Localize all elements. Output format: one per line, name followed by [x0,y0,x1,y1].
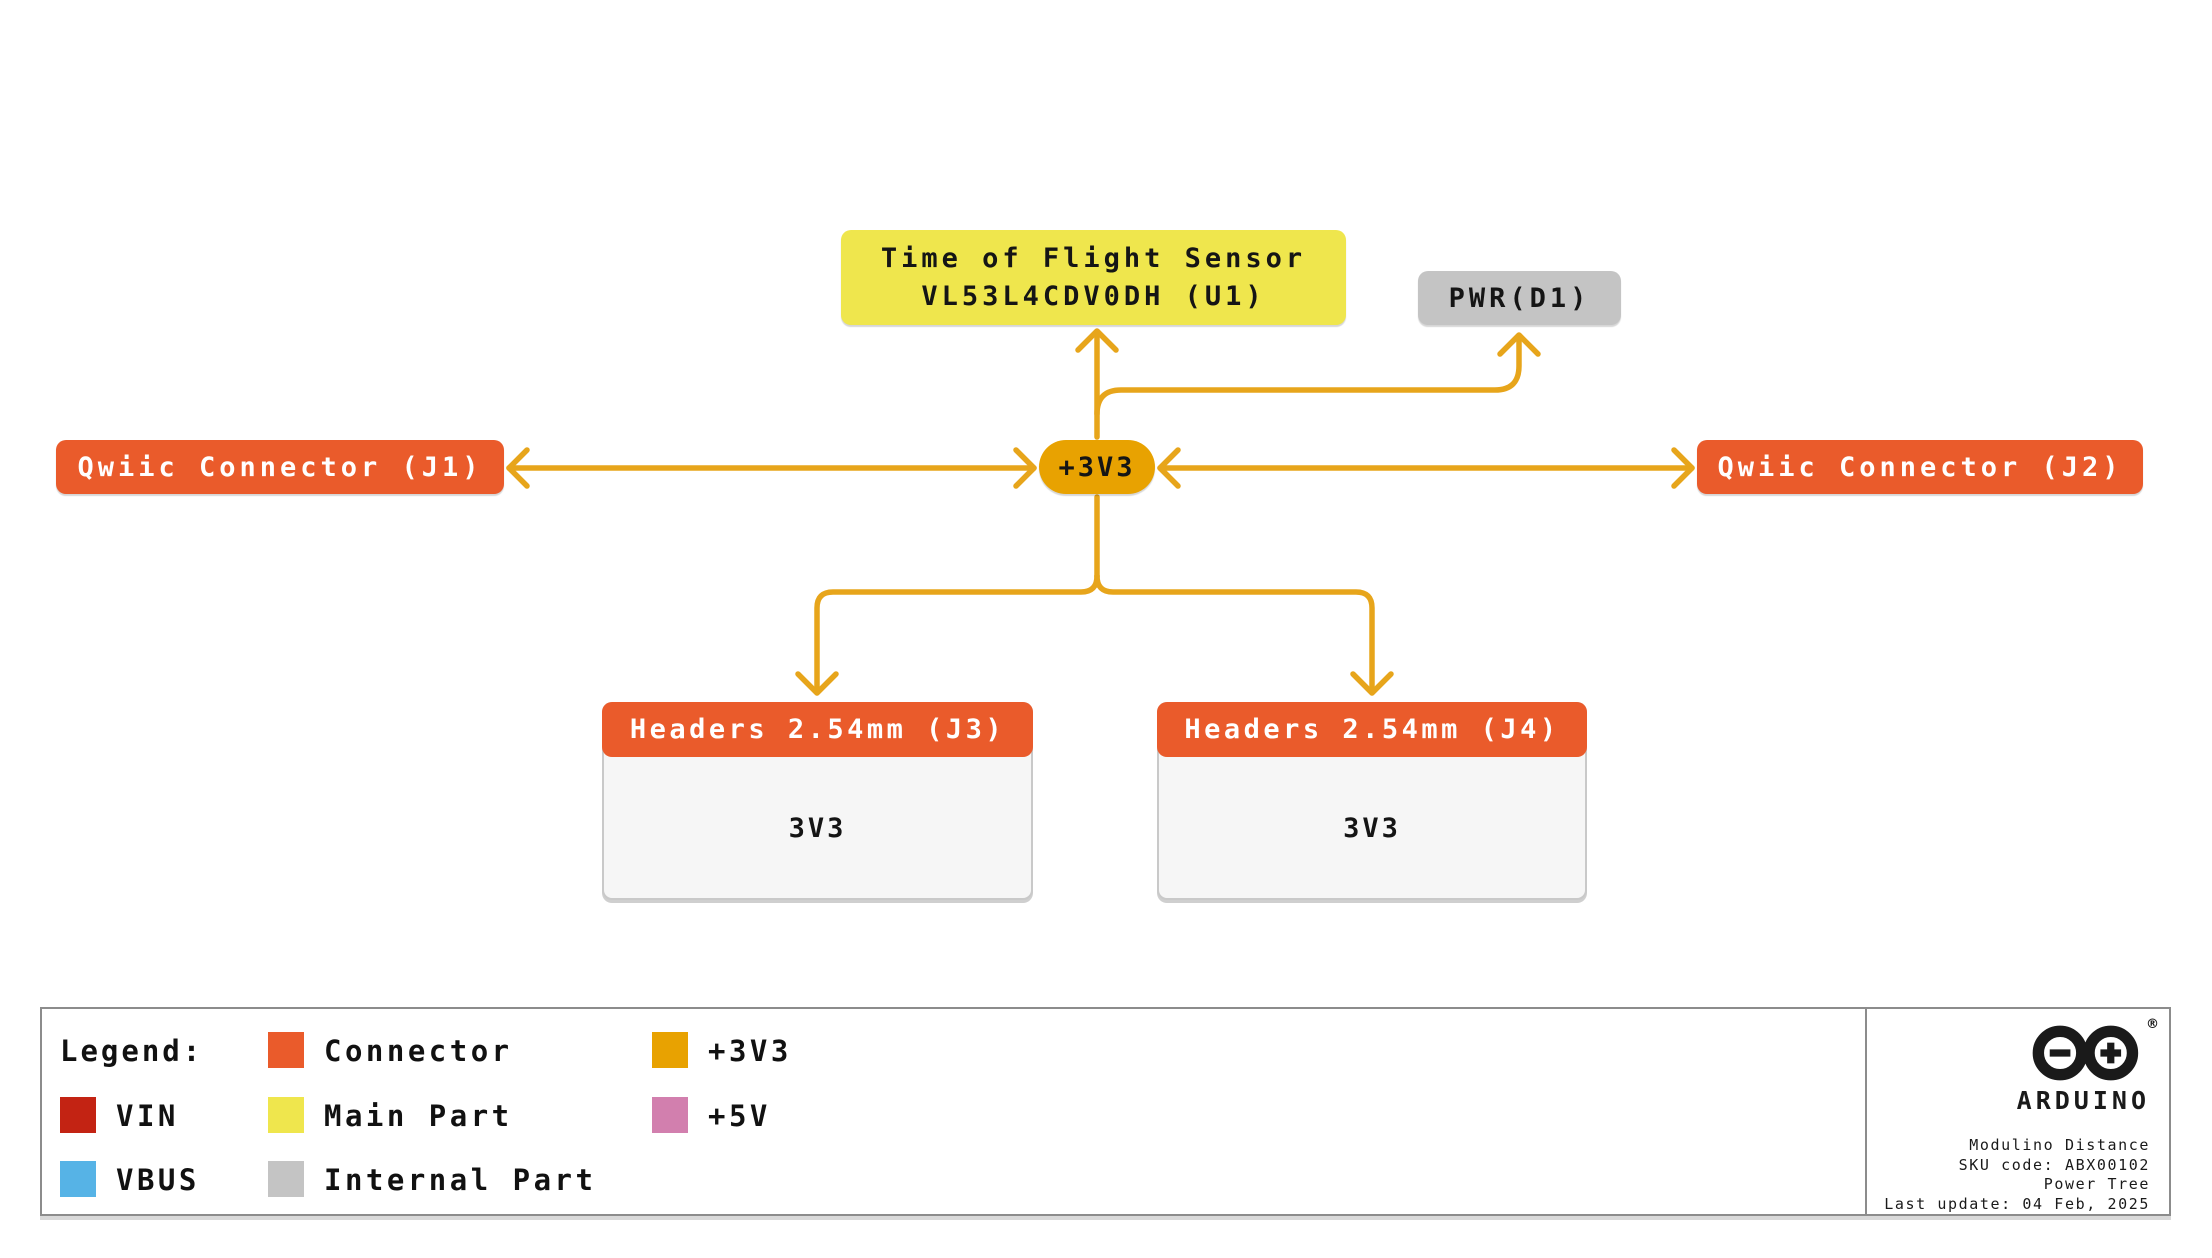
arrowhead-up-tof-icon [1075,328,1119,353]
legend-swatch-5v [652,1097,688,1133]
j4-pin: 3V3 [1159,759,1585,898]
legend-title: Legend: [60,1034,204,1068]
legend-label-5v: +5V [708,1099,771,1133]
arrowhead-right-j2-icon [1671,447,1695,489]
arrowhead-right-rail-icon [1013,447,1037,489]
legend-label-internal-part: Internal Part [324,1163,597,1197]
brand-block: ® ARDUINO Modulino Distance SKU code: AB… [1863,1009,2169,1214]
legend-label-vin: VIN [116,1099,179,1133]
legend-swatch-internal-part [268,1161,304,1197]
legend-swatch-vin [60,1097,96,1133]
j1-label: Qwiic Connector (J1) [77,451,483,483]
node-time-of-flight-sensor: Time of Flight Sensor VL53L4CDV0DH (U1) [841,230,1346,325]
legend-swatch-connector [268,1032,304,1068]
legend-divider [1865,1009,1867,1214]
arduino-logo-icon: ® [2026,1017,2159,1083]
info-last-update: Last update: 04 Feb, 2025 [1884,1194,2150,1213]
info-product: Modulino Distance [1969,1136,2150,1154]
node-pwr-led: PWR(D1) [1418,271,1621,325]
wire-split-to-j3 [814,573,1100,695]
node-qwiic-connector-j1: Qwiic Connector (J1) [56,440,504,494]
legend-swatch-main-part [268,1097,304,1133]
legend-label-vbus: VBUS [116,1163,200,1197]
node-3v3-rail: +3V3 [1039,440,1155,494]
j4-header: Headers 2.54mm (J4) [1157,702,1587,757]
wire-rail-to-pwr [1094,334,1522,417]
arrowhead-left-rail-icon [1157,447,1181,489]
j4-header-label: Headers 2.54mm (J4) [1184,714,1560,745]
rail-label: +3V3 [1058,451,1136,483]
node-qwiic-connector-j2: Qwiic Connector (J2) [1697,440,2143,494]
brand-name: ARDUINO [2016,1086,2150,1115]
node-headers-j4: Headers 2.54mm (J4) 3V3 [1157,702,1587,900]
node-headers-j3: Headers 2.54mm (J3) 3V3 [602,702,1033,900]
tof-label-line1: Time of Flight Sensor [880,242,1307,274]
j2-label: Qwiic Connector (J2) [1717,451,2123,483]
arrowhead-down-j4-icon [1350,671,1394,696]
legend-swatch-vbus [60,1161,96,1197]
arrowhead-left-j1-icon [506,447,530,489]
brand-info: Modulino Distance SKU code: ABX00102 Pow… [1884,1136,2150,1214]
arrowhead-up-pwr-icon [1497,332,1541,357]
registered-mark: ® [2146,1017,2159,1032]
j3-pin: 3V3 [604,759,1031,898]
info-sku: SKU code: ABX00102 [1958,1155,2150,1174]
j3-header-label: Headers 2.54mm (J3) [629,714,1006,745]
arrowhead-down-j3-icon [795,671,839,696]
j4-pin-label: 3V3 [1343,813,1401,844]
legend-label-connector: Connector [324,1034,513,1068]
j3-header: Headers 2.54mm (J3) [602,702,1033,757]
j3-pin-label: 3V3 [788,813,847,844]
legend-label-main-part: Main Part [324,1099,513,1133]
wire-split-to-j4 [1094,573,1375,695]
tof-label-line2: VL53L4CDV0DH (U1) [921,280,1266,312]
pwr-label: PWR(D1) [1448,282,1591,314]
legend-panel: Legend: Connector +3V3 VIN Main Part +5V… [40,1007,2171,1216]
legend-swatch-3v3 [652,1032,688,1068]
arduino-infinity-icon [2032,1025,2139,1081]
info-doc-type: Power Tree [2043,1175,2150,1193]
legend-label-3v3: +3V3 [708,1034,792,1068]
